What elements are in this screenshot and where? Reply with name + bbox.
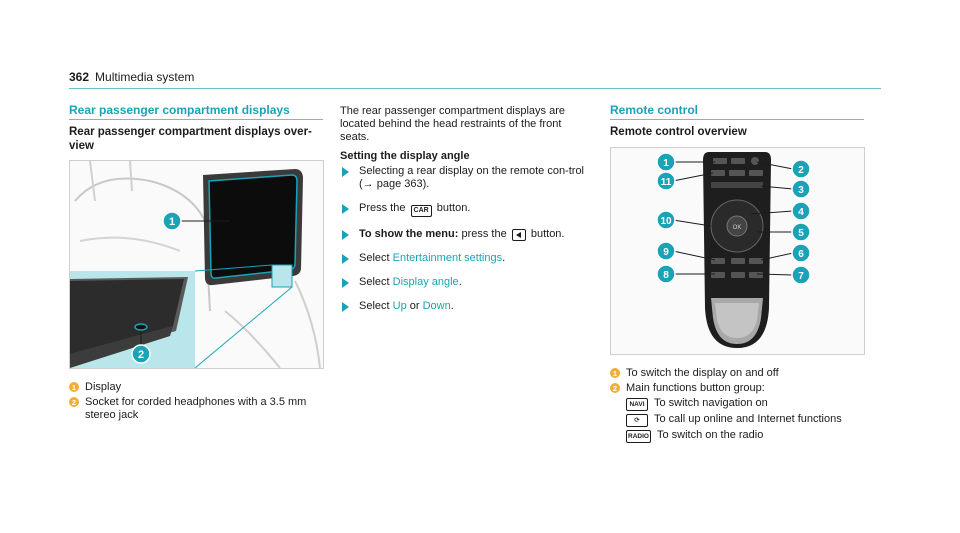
function-item: NAVI To switch navigation on [610,397,870,411]
function-text: To switch on the radio [656,429,764,441]
instruction-step: Select Display angle. [340,276,585,289]
svg-text:OK: OK [733,225,742,231]
remote-callout-3: 3 [798,185,804,196]
remote-callout-5: 5 [798,228,804,239]
step-text-part: . [458,275,462,288]
legend-item: 1 Display [69,381,323,394]
step-text: Select Display angle. [359,276,462,289]
legend-item: 2 Main functions button group: [610,382,870,395]
step-text-part: . [502,251,506,264]
car-button-icon: CAR [410,204,432,217]
remote-callout-2: 2 [798,165,804,176]
section-name: Multimedia system [95,70,195,84]
remote-callout-10: 10 [660,216,672,227]
step-arrow-icon [342,167,349,177]
function-item: ⟳ To call up online and Internet functio… [610,413,870,427]
step-text-part: button. [530,227,565,240]
step-text-part: Press the [359,202,406,214]
step-text: Press the CAR button. [359,202,470,217]
right-section-divider [610,119,864,120]
remote-callout-11: 11 [661,177,672,188]
left-section-divider [69,119,323,120]
right-legend: 1 To switch the display on and off 2 Mai… [610,367,870,445]
remote-control-figure: OK [610,147,865,355]
step-text: To show the menu: press the button. [359,228,564,241]
up-option-link[interactable]: Up [392,299,407,312]
radio-key-icon: RADIO [626,430,651,443]
remote-callout-9: 9 [663,247,669,258]
function-text: To call up online and Internet functions [654,413,842,425]
remote-callout-1: 1 [663,158,669,169]
rear-display-illustration: 1 2 [70,161,321,368]
step-arrow-icon [342,277,349,288]
left-subtitle: Rear passenger compartment displays over… [69,126,312,152]
legend-text: Display [85,381,122,393]
navi-key-icon: NAVI [626,398,648,411]
display-angle-link[interactable]: Display angle [392,275,459,288]
step-arrow-icon [342,253,349,264]
step-text: Select Entertainment settings. [359,252,505,265]
step-arrow-icon [342,229,349,240]
figure-callout-2: 2 [138,349,144,361]
legend-badge: 2 [69,397,79,407]
back-button-icon [511,228,526,241]
legend-text: Main functions button group: [626,382,765,394]
instruction-step: Select Up or Down. [340,300,585,313]
remote-callout-8: 8 [663,270,669,281]
figure-callout-1: 1 [169,216,175,228]
step-text-part: Select [359,251,390,264]
instruction-step: Select Entertainment settings. [340,252,585,265]
display-angle-instructions: The rear passenger compartment displays … [340,105,585,324]
legend-text: To switch the display on and off [626,367,779,379]
instruction-step: Selecting a rear display on the remote c… [340,165,585,191]
down-option-link[interactable]: Down [422,299,451,312]
legend-text: Socket for corded headphones with a 3.5 … [85,396,307,421]
entertainment-settings-link[interactable]: Entertainment settings [392,251,503,264]
step-text-part: or [409,299,420,312]
step-text-part: press the [461,227,507,240]
step-text-bold: To show the menu: [359,227,459,240]
header-divider [69,88,881,89]
instruction-step: Press the CAR button. [340,202,585,217]
instruction-step: To show the menu: press the button. [340,228,585,241]
step-text: Select Up or Down. [359,300,454,313]
step-text-part: Select [359,275,390,288]
right-section-title: Remote control [610,103,699,117]
left-section-title: Rear passenger compartment displays [69,103,290,117]
remote-callout-6: 6 [798,249,804,260]
left-legend: 1 Display 2 Socket for corded headphones… [69,381,323,424]
page-number: 362 [69,70,90,84]
instructions-heading: Setting the display angle [340,150,470,162]
legend-badge: 1 [610,368,620,378]
legend-item: 1 To switch the display on and off [610,367,870,380]
intro-paragraph: The rear passenger compartment displays … [340,105,565,143]
legend-badge: 1 [69,382,79,392]
legend-badge: 2 [610,383,620,393]
right-subtitle: Remote control overview [610,126,747,138]
step-text-part: . [450,299,454,312]
step-text-part: Select [359,299,390,312]
remote-control-illustration: OK [656,152,811,348]
remote-callout-7: 7 [798,271,804,282]
step-arrow-icon [342,301,349,312]
page-header: 362 Multimedia system [69,70,194,84]
online-key-icon: ⟳ [626,414,648,427]
remote-callout-4: 4 [798,207,804,218]
step-arrow-icon [342,204,349,214]
legend-item: 2 Socket for corded headphones with a 3.… [69,396,323,422]
step-text: Selecting a rear display on the remote c… [359,165,585,190]
function-item: RADIO To switch on the radio [610,429,870,443]
rear-display-figure: 1 2 [69,160,324,369]
step-text-part: button. [436,202,471,214]
function-text: To switch navigation on [654,397,768,409]
